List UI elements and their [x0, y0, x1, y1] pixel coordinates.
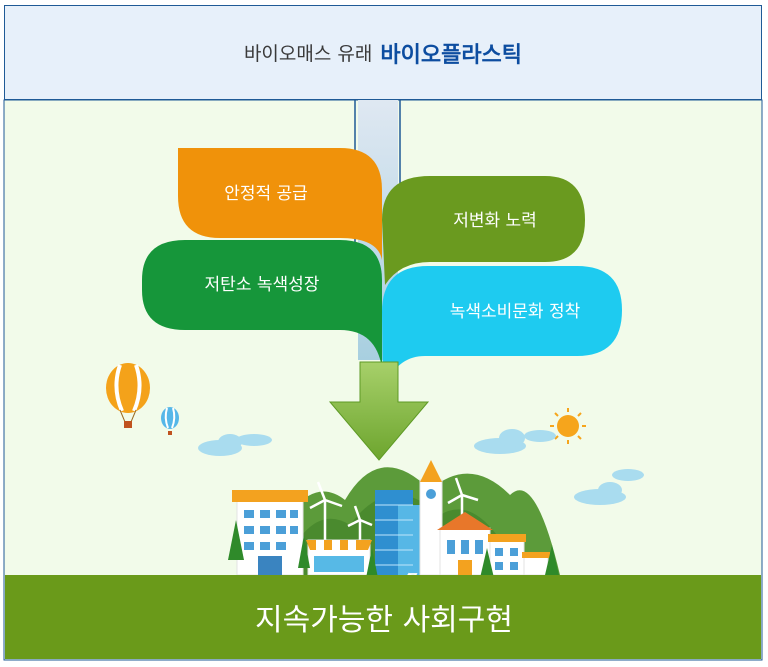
down-arrow-icon — [328, 361, 430, 461]
building-right — [488, 534, 550, 576]
hot-air-balloon-icon — [106, 363, 150, 428]
bubble-low-carbon-growth — [142, 240, 382, 368]
wind-turbine-icon — [309, 477, 479, 548]
building-left — [232, 490, 308, 576]
cloud-icon — [198, 429, 644, 505]
bubble-expansion-effort — [382, 176, 585, 285]
header-title: 바이오플라스틱 — [380, 41, 523, 68]
bubble-label-low-carbon-growth: 저탄소 녹색성장 — [205, 275, 320, 295]
hot-air-balloon-small-icon — [161, 407, 179, 435]
header-subtitle: 바이오매스 유래 — [243, 43, 373, 65]
bubble-label-stable-supply: 안정적 공급 — [224, 184, 308, 204]
bubble-label-expansion-effort: 저변화 노력 — [453, 211, 537, 231]
footer-label: 지속가능한 사회구현 — [255, 603, 513, 638]
shop-building — [306, 539, 372, 576]
bubble-label-green-consumption: 녹색소비문화 정착 — [450, 302, 581, 322]
bubble-stable-supply — [178, 148, 382, 260]
footer-band — [5, 575, 761, 659]
sun-icon — [550, 408, 586, 444]
header: 바이오매스 유래 바이오플라스틱 — [4, 5, 762, 100]
clock-tower — [419, 460, 443, 576]
trees — [228, 520, 559, 578]
building-orange-roof — [437, 512, 493, 576]
bubble-green-consumption — [382, 266, 622, 392]
glass-tower — [375, 490, 424, 575]
